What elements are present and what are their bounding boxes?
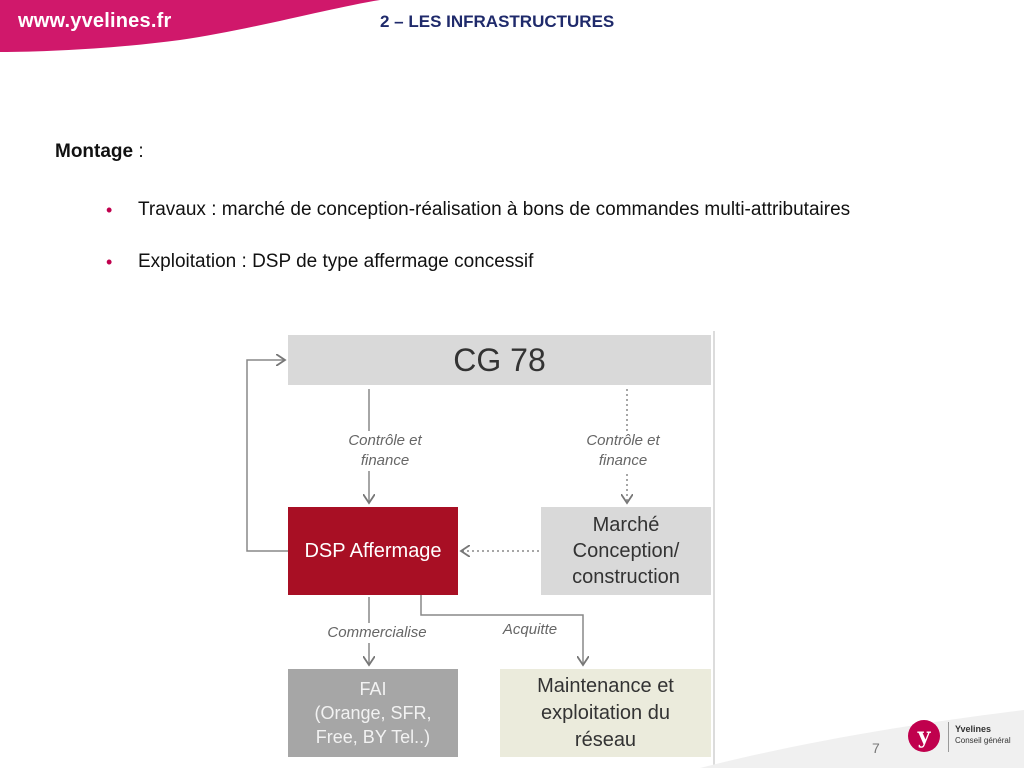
logo-subtitle: Conseil général xyxy=(955,736,1011,745)
controle-finance-label-left: Contrôle et finance xyxy=(325,431,445,471)
bullet-text: Travaux : marché de conception-réalisati… xyxy=(138,199,851,220)
header-banner: www.yvelines.fr xyxy=(0,0,380,52)
footer-swoosh xyxy=(700,710,1024,768)
bullet-item: • Travaux : marché de conception-réalisat… xyxy=(106,192,992,228)
yvelines-logo: y Yvelines Conseil général xyxy=(906,718,1016,758)
organization-diagram: Contrôle et finance Contrôle et finance … xyxy=(245,331,715,768)
bullet-list: • Travaux : marché de conception-réalisat… xyxy=(106,192,992,296)
controle-finance-label-right: Contrôle et finance xyxy=(568,431,678,471)
dsp-affermage-box: DSP Affermage xyxy=(288,507,458,595)
bullet-item: • Exploitation : DSP de type affermage co… xyxy=(106,244,992,280)
page-title: 2 – LES INFRASTRUCTURES xyxy=(380,12,615,31)
commercialise-label: Commercialise xyxy=(313,623,441,643)
marche-conception-box: Marché Conception/ construction xyxy=(541,507,711,595)
logo-divider xyxy=(948,722,949,752)
fai-box: FAI (Orange, SFR, Free, BY Tel..) xyxy=(288,669,458,757)
bullet-dot-icon: • xyxy=(106,200,113,220)
section-heading: Montage : xyxy=(55,141,144,163)
bullet-text: Exploitation : DSP de type affermage con… xyxy=(138,251,534,272)
maintenance-box: Maintenance et exploitation du réseau xyxy=(500,669,711,757)
page-number: 7 xyxy=(872,740,880,756)
logo-name: Yvelines xyxy=(955,724,992,734)
banner-shape xyxy=(0,0,380,52)
acquitte-label: Acquitte xyxy=(490,620,570,640)
cg78-box: CG 78 xyxy=(288,335,711,385)
logo-mark-icon: y xyxy=(908,720,940,752)
bullet-dot-icon: • xyxy=(106,252,113,272)
section-heading-label: Montage xyxy=(55,141,134,162)
section-heading-colon: : xyxy=(133,141,144,162)
diagram-connectors xyxy=(246,331,713,768)
site-url[interactable]: www.yvelines.fr xyxy=(18,10,172,32)
